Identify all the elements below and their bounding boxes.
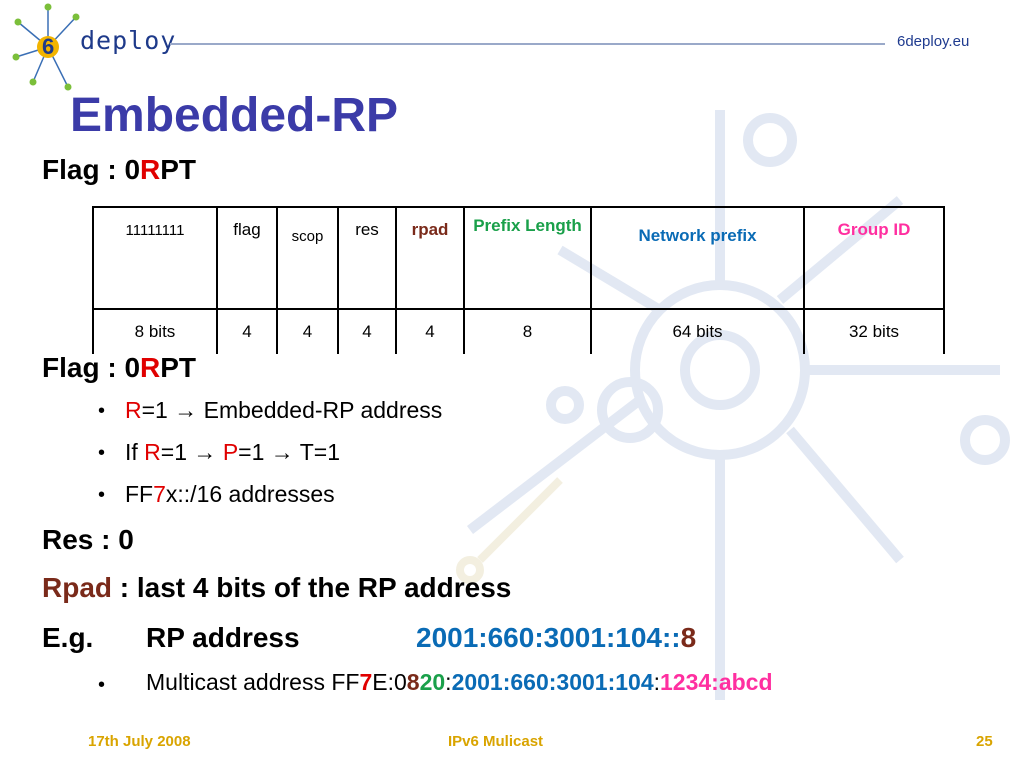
bullet-text: =1 → Embedded-RP address (141, 397, 443, 423)
multicast-address-format-table: 11111111 flag scop res rpad Prefix Lengt… (92, 206, 945, 354)
bullet-if-r-p: If R=1 → P=1 → T=1 (125, 439, 340, 466)
multicast-colon: : (445, 669, 452, 695)
bits-prefix-length: 8 (463, 309, 592, 354)
field-prefix-length: Prefix Length (463, 206, 592, 310)
bullet-ff7x: FF7x::/16 addresses (125, 481, 335, 508)
multicast-colon: : (653, 669, 661, 695)
bits-flag: 4 (216, 309, 278, 354)
seven-digit: 7 (153, 481, 166, 507)
field-scop: scop (276, 206, 339, 310)
multicast-group-id: 1234:abcd (660, 669, 773, 695)
rp-address-label: RP address (146, 622, 300, 653)
multicast-network-prefix: 2001:660:3001:104 (451, 669, 654, 695)
bullet-text: =1 → (160, 439, 223, 465)
slide-title: Embedded-RP (70, 89, 399, 142)
field-prefix-ff: 11111111 (92, 206, 218, 310)
rpad-text: : last 4 bits of the RP address (112, 572, 512, 603)
bits-prefix-ff: 8 bits (92, 309, 218, 354)
flag-suffix: PT (160, 352, 197, 383)
rpad-word: Rpad (42, 572, 112, 603)
bits-scop: 4 (276, 309, 339, 354)
header-divider (170, 43, 885, 45)
6deploy-logo: 6 (12, 3, 80, 91)
bits-row: 8 bits 4 4 4 4 8 64 bits 32 bits (92, 309, 945, 354)
bullet-text: FF (125, 481, 154, 507)
field-res: res (337, 206, 397, 310)
rpad-heading: Rpad : last 4 bits of the RP address (42, 572, 511, 604)
bits-rpad: 4 (395, 309, 465, 354)
eg-label: E.g. (42, 622, 94, 653)
r-letter: R (125, 397, 142, 423)
multicast-address-example: Multicast address FF7E:0820:2001:660:300… (146, 669, 773, 696)
footer-title: IPv6 Mulicast (448, 733, 544, 750)
multicast-plen: 20 (419, 669, 446, 695)
bullet-marker: • (98, 442, 106, 464)
res-heading: Res : 0 (42, 524, 134, 555)
bullet-text: If (125, 439, 145, 465)
field-group-id: Group ID (803, 206, 945, 310)
bits-network-prefix: 64 bits (590, 309, 805, 354)
flag-heading-top: Flag : 0RPT (42, 154, 196, 186)
bullet-marker: • (98, 484, 106, 506)
flag-r: R (140, 352, 161, 383)
field-row: 11111111 flag scop res rpad Prefix Lengt… (92, 206, 945, 310)
bits-group-id: 32 bits (803, 309, 945, 354)
multicast-e0: E:0 (372, 669, 407, 695)
field-network-prefix: Network prefix (590, 206, 805, 310)
logo-wordmark: deploy (80, 26, 177, 55)
flag-prefix: Flag : 0 (42, 154, 141, 185)
bullet-text: =1 → T=1 (238, 439, 341, 465)
multicast-seven: 7 (359, 669, 373, 695)
flag-prefix: Flag : 0 (42, 352, 141, 383)
field-flag: flag (216, 206, 278, 310)
bullet-text: x::/16 addresses (165, 481, 335, 507)
bullet-marker: • (98, 674, 106, 696)
svg-text:6: 6 (42, 34, 54, 59)
flag-r: R (140, 154, 161, 185)
rp-address-last: 8 (680, 622, 697, 653)
site-url: 6deploy.eu (897, 33, 970, 50)
page-number: 25 (976, 733, 993, 750)
bits-res: 4 (337, 309, 397, 354)
bullet-marker: • (98, 400, 106, 422)
multicast-rpad: 8 (406, 669, 420, 695)
flag-suffix: PT (160, 154, 197, 185)
field-rpad: rpad (395, 206, 465, 310)
rp-address-value: 2001:660:3001:104::8 (416, 622, 696, 654)
bullet-r-embedded: R=1 → Embedded-RP address (125, 397, 442, 424)
r-letter: R (144, 439, 161, 465)
p-letter: P (222, 439, 239, 465)
rp-address-prefix: 2001:660:3001:104:: (416, 622, 681, 653)
footer-date: 17th July 2008 (88, 733, 191, 750)
multicast-label: Multicast address FF (146, 669, 360, 695)
flag-heading: Flag : 0RPT (42, 352, 196, 384)
